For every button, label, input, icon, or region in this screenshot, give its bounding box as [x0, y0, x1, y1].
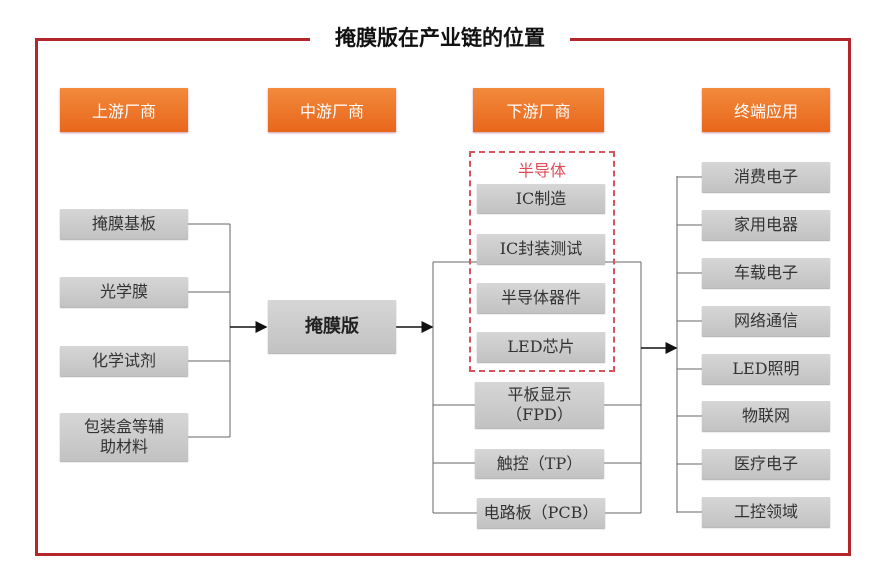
semiconductor-group — [469, 151, 615, 372]
application-item: 医疗电子 — [702, 449, 830, 479]
upstream-item: 光学膜 — [60, 277, 188, 307]
downstream-item: 触控（TP） — [475, 449, 604, 478]
downstream-item: 电路板（PCB） — [477, 498, 605, 528]
upstream-item: 包装盒等辅助材料 — [60, 413, 188, 461]
application-item: 车载电子 — [702, 258, 830, 288]
semiconductor-item: IC封装测试 — [477, 234, 605, 264]
upstream-item: 化学试剂 — [60, 346, 188, 376]
application-item: 消费电子 — [702, 162, 830, 192]
header-midstream: 中游厂商 — [268, 88, 396, 132]
application-item: 网络通信 — [702, 306, 830, 336]
application-item: LED照明 — [702, 354, 830, 384]
application-item: 家用电器 — [702, 210, 830, 240]
application-item: 物联网 — [702, 401, 830, 431]
header-downstream: 下游厂商 — [473, 88, 604, 132]
semiconductor-item: 半导体器件 — [477, 283, 605, 313]
semiconductor-label: 半导体 — [517, 161, 566, 180]
upstream-item: 掩膜基板 — [60, 209, 188, 239]
application-item: 工控领域 — [702, 497, 830, 527]
diagram-title: 掩膜版在产业链的位置 — [310, 24, 570, 52]
header-applications: 终端应用 — [702, 88, 830, 132]
semiconductor-item: LED芯片 — [477, 332, 605, 362]
downstream-item: 平板显示（FPD） — [475, 382, 604, 428]
semiconductor-item: IC制造 — [477, 184, 605, 213]
midstream-mask: 掩膜版 — [268, 300, 396, 353]
header-upstream: 上游厂商 — [60, 88, 188, 132]
